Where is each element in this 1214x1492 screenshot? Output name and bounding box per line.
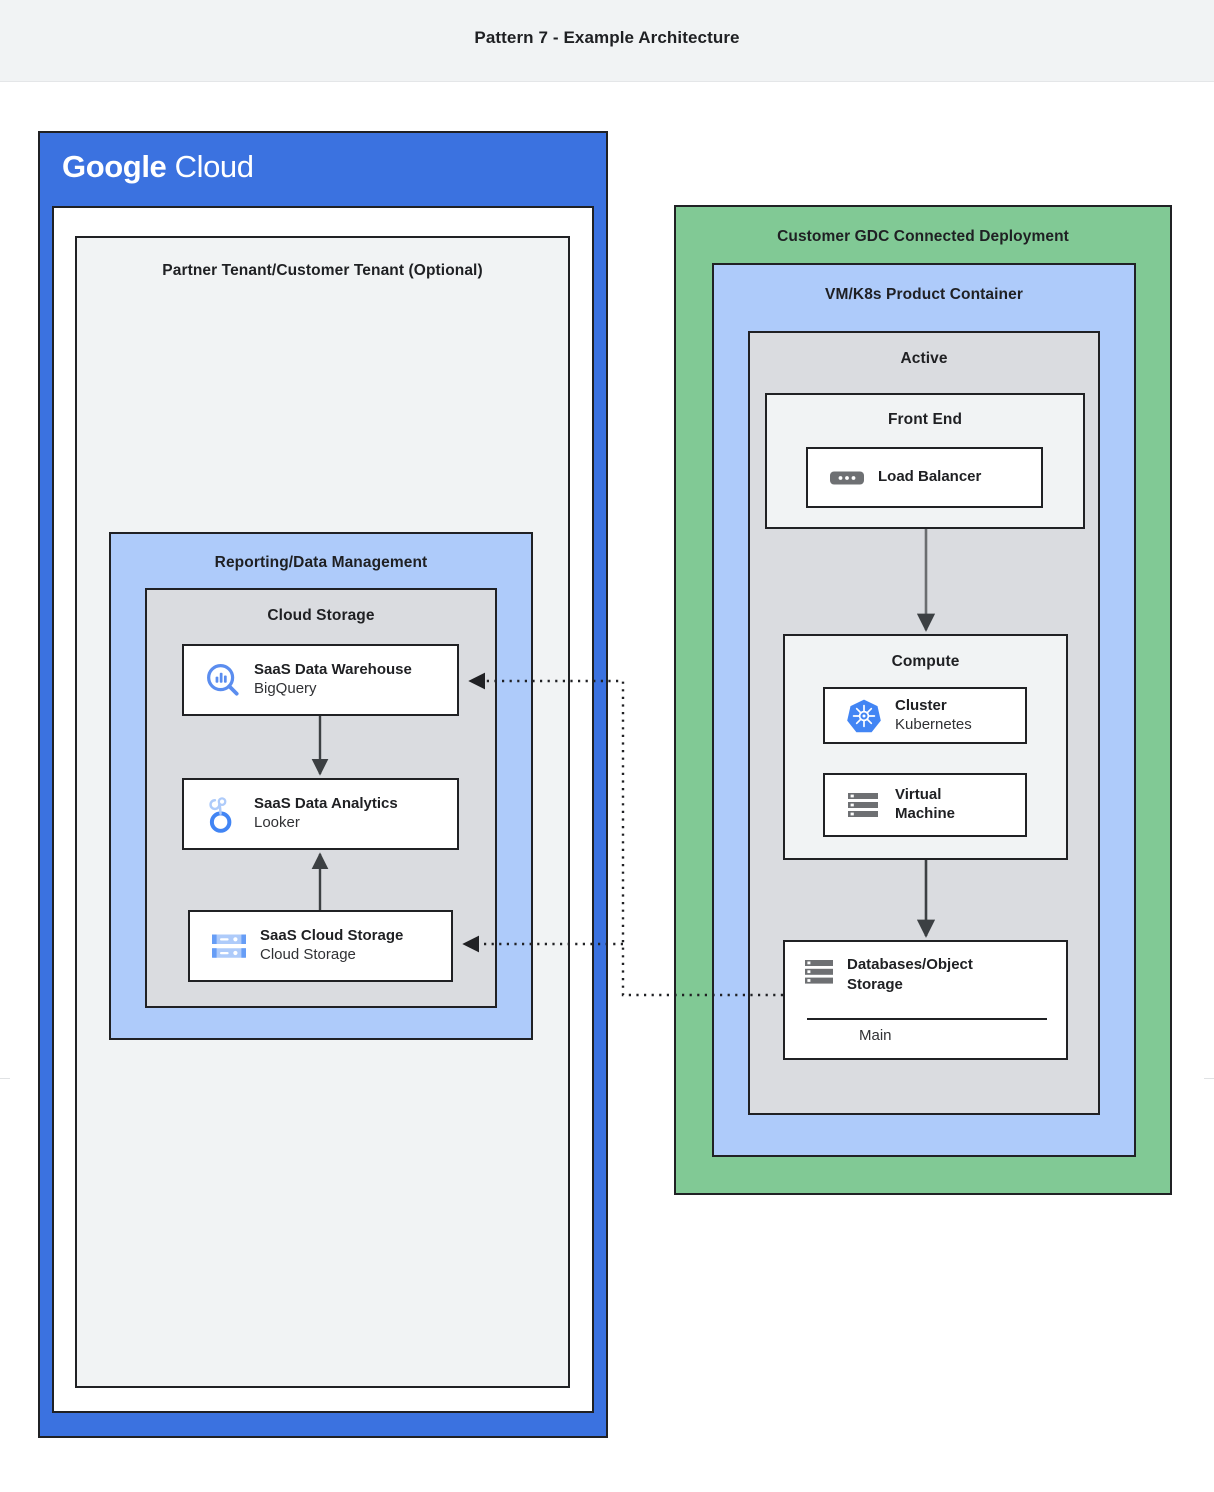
active-title: Active: [900, 350, 948, 367]
card-subtitle: BigQuery: [254, 680, 317, 697]
card-title: SaaS Data Analytics: [254, 795, 398, 813]
card-saas-data-warehouse-text: SaaS Data Warehouse BigQuery: [254, 661, 412, 699]
virtual-machine-icon: [839, 789, 889, 821]
card-saas-data-analytics[interactable]: SaaS Data Analytics Looker: [182, 778, 459, 850]
card-title: SaaS Cloud Storage: [260, 927, 404, 945]
card-subtitle: Kubernetes: [895, 715, 972, 733]
databases-subtitle: Main: [859, 1027, 892, 1044]
load-balancer-icon: [822, 468, 872, 488]
reporting-data-management-title: Reporting/Data Management: [214, 554, 428, 571]
card-title: Cluster: [895, 696, 947, 714]
front-end-title: Front End: [887, 411, 963, 428]
databases-divider: [807, 1018, 1047, 1020]
page-edge-tick-left: [0, 1078, 10, 1079]
partner-tenant-title: Partner Tenant/Customer Tenant (Optional…: [162, 262, 483, 279]
google-cloud-logo: Google Cloud: [62, 151, 254, 182]
vm-k8s-product-container-title: VM/K8s Product Container: [825, 286, 1023, 303]
customer-gdc-title: Customer GDC Connected Deployment: [777, 228, 1069, 245]
card-title: Load Balancer: [878, 468, 982, 486]
card-virtual-machine[interactable]: Virtual Machine: [823, 773, 1027, 837]
card-saas-data-analytics-text: SaaS Data Analytics Looker: [254, 795, 398, 833]
databases-header: Databases/Object Storage: [785, 955, 1066, 994]
card-title: Virtual: [895, 786, 942, 804]
card-load-balancer[interactable]: Load Balancer: [806, 447, 1043, 508]
looker-icon: [198, 794, 248, 834]
cloud-storage-icon: [204, 929, 254, 963]
page-edge-tick-right: [1204, 1078, 1214, 1079]
card-saas-data-warehouse[interactable]: SaaS Data Warehouse BigQuery: [182, 644, 459, 716]
google-cloud-logo-secondary: Cloud: [174, 149, 254, 184]
card-cluster[interactable]: Cluster Kubernetes: [823, 687, 1027, 744]
databases-object-storage-box[interactable]: Databases/Object Storage Main: [783, 940, 1068, 1060]
card-subtitle: Looker: [254, 814, 300, 831]
page-title: Pattern 7 - Example Architecture: [474, 28, 740, 47]
header-band: [0, 0, 1214, 82]
card-saas-cloud-storage[interactable]: SaaS Cloud Storage Cloud Storage: [188, 910, 453, 982]
card-title: SaaS Data Warehouse: [254, 661, 412, 679]
card-load-balancer-text: Load Balancer: [878, 468, 981, 487]
card-cluster-text: Cluster Kubernetes: [895, 697, 972, 735]
databases-title: Databases/Object Storage: [847, 956, 973, 993]
kubernetes-icon: [839, 698, 889, 734]
cloud-storage-group-title: Cloud Storage: [267, 607, 375, 624]
card-title-line2: Machine: [895, 805, 956, 822]
card-virtual-machine-text: Virtual Machine: [895, 786, 955, 824]
compute-title: Compute: [891, 653, 960, 670]
bigquery-icon: [198, 661, 248, 699]
card-saas-cloud-storage-text: SaaS Cloud Storage Cloud Storage: [260, 927, 403, 965]
google-cloud-logo-primary: Google: [62, 149, 167, 184]
database-icon: [799, 955, 843, 987]
card-subtitle: Cloud Storage: [260, 946, 356, 963]
